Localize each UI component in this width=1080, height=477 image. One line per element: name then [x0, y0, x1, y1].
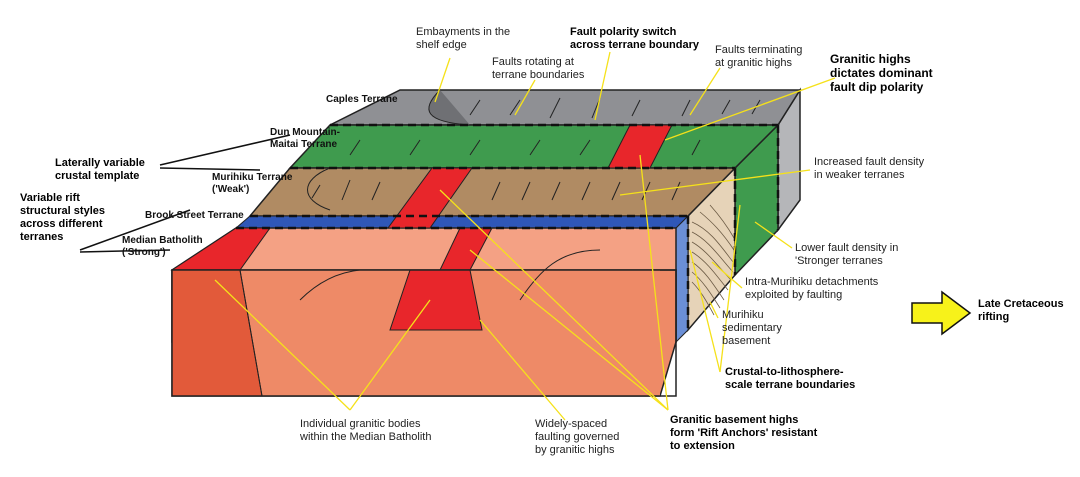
terrane-boundaries: [236, 123, 780, 330]
individual-bodies-label: Individual granitic bodies within the Me…: [300, 418, 432, 443]
embayments-label: Embayments in the shelf edge: [416, 26, 511, 51]
crustal-template-label: Laterally variable crustal template: [55, 157, 145, 182]
crustal-boundaries-label: Crustal-to-lithosphere- scale terrane bo…: [725, 366, 856, 391]
polarity-switch-label: Fault polarity switch across terrane bou…: [570, 26, 699, 51]
embayment-murihiku: [307, 167, 331, 211]
front-face-border: [171, 269, 677, 397]
murihiku-top: [248, 167, 737, 217]
murihiku-basement-label: Murihiku sedimentary basement: [722, 309, 782, 347]
rift-styles-label: Variable rift structural styles across d…: [20, 192, 105, 243]
embayment-caples: [428, 89, 471, 126]
granite-high-mid: [387, 167, 473, 229]
faults-rotating-label: Faults rotating at terrane boundaries: [492, 56, 585, 81]
dun-mountain-top: [288, 124, 780, 169]
granitic-highs-label: Granitic highs dictates dominant fault d…: [830, 52, 933, 94]
dun-mountain-label: Dun Mountain- Maitai Terrane: [270, 127, 340, 150]
rifting-label: Late Cretaceous rifting: [978, 298, 1064, 323]
lower-density-label: Lower fault density in 'Stronger terrane…: [795, 242, 899, 267]
brook-street-label: Brook Street Terrane: [145, 210, 244, 221]
caples-top: [329, 89, 802, 126]
increased-density-label: Increased fault density in weaker terran…: [814, 156, 925, 181]
brook-street-side-face: [675, 214, 689, 344]
faults-terminating-label: Faults terminating at granitic highs: [715, 44, 803, 69]
rifting-arrow: [911, 290, 972, 336]
detachment-lines: [691, 204, 735, 316]
widely-spaced-label: Widely-spaced faulting governed by grani…: [535, 418, 620, 456]
intra-murihiku-label: Intra-Murihiku detachments exploited by …: [745, 276, 879, 301]
rift-anchors-label: Granitic basement highs form 'Rift Ancho…: [670, 414, 818, 452]
caples-terrane-label: Caples Terrane: [326, 94, 398, 105]
brook-street-top: [234, 215, 690, 229]
brace-lines: [79, 134, 291, 253]
murihiku-label: Murihiku Terrane ('Weak'): [212, 172, 293, 195]
fault-ticks: [311, 97, 761, 201]
leader-lines: [214, 51, 836, 421]
median-label: Median Batholith ('Strong'): [122, 235, 203, 258]
